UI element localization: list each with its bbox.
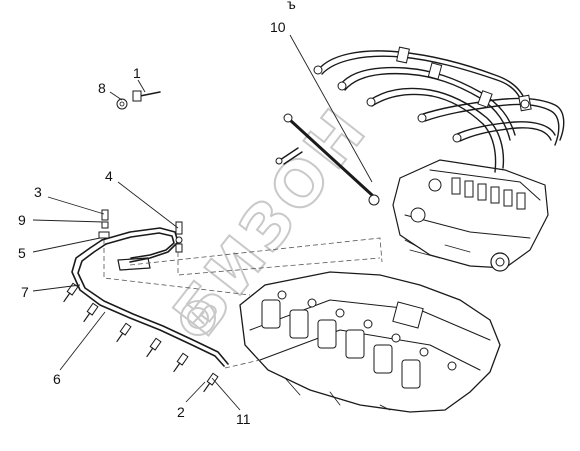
callout-leaders bbox=[32, 34, 373, 411]
callout-10: 10 bbox=[270, 19, 286, 35]
injector-bosses bbox=[261, 299, 421, 389]
injector-fittings bbox=[313, 65, 530, 143]
callout-1: 1 bbox=[133, 65, 141, 81]
callout-11: 11 bbox=[236, 411, 251, 427]
banjo-bolts-row bbox=[63, 282, 219, 393]
pump-delivery-valves bbox=[451, 177, 526, 210]
callout-6: 6 bbox=[53, 371, 61, 387]
head-bolts bbox=[277, 290, 457, 371]
loose-bolt-and-washer bbox=[116, 90, 161, 110]
callout-7: 7 bbox=[21, 284, 29, 300]
callout-8: 8 bbox=[98, 80, 106, 96]
assembly-guide-lines bbox=[103, 237, 383, 369]
stray-mark: ъ bbox=[287, 0, 296, 12]
callout-2: 2 bbox=[177, 404, 185, 420]
callout-4: 4 bbox=[105, 168, 113, 184]
upper-banjo-fittings bbox=[98, 209, 183, 253]
callout-labels: 10 1 8 4 3 9 5 7 6 2 11 bbox=[18, 19, 286, 427]
injection-pump bbox=[392, 159, 549, 272]
watermark-logo bbox=[180, 300, 216, 336]
fuel-injection-lines bbox=[313, 46, 565, 173]
callout-9: 9 bbox=[18, 212, 26, 228]
fuel-line-clamps bbox=[396, 46, 532, 112]
fuel-return-pipe bbox=[275, 113, 380, 206]
callout-3: 3 bbox=[34, 184, 42, 200]
callout-5: 5 bbox=[18, 245, 26, 261]
cylinder-head bbox=[239, 271, 501, 413]
leak-off-line bbox=[71, 227, 229, 367]
